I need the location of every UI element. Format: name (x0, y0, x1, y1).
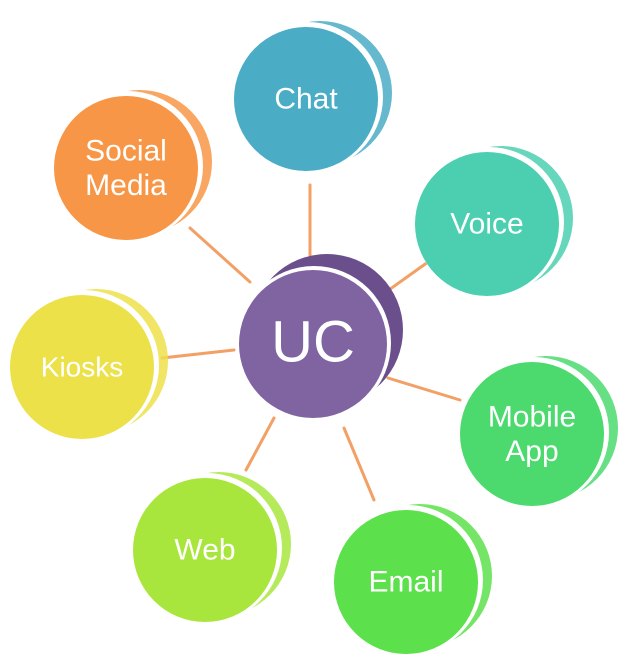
node-social-media-label: Social (85, 134, 167, 167)
node-chat-label: Chat (274, 83, 338, 116)
node-voice: Voice (414, 146, 573, 297)
node-email-circle (334, 510, 478, 654)
node-kiosks-label: Kiosks (41, 352, 123, 383)
node-mobile-app-label: Mobile (488, 400, 576, 433)
node-chat: Chat (233, 21, 392, 172)
node-email: Email (333, 504, 492, 655)
connector-kiosks (160, 348, 236, 360)
connector-web (244, 416, 276, 472)
node-web-label: Web (174, 534, 235, 567)
node-mobile-app-circle (460, 362, 604, 506)
connector-email (342, 426, 376, 502)
connector-lines (160, 183, 462, 502)
node-voice-label: Voice (450, 208, 523, 241)
center-node-label: UC (271, 310, 355, 375)
center-node-uc: UC (237, 254, 403, 420)
connector-mobile-app (386, 376, 462, 402)
node-voice-circle (415, 152, 559, 296)
node-web: Web (132, 472, 291, 623)
node-social-media-label: Media (85, 169, 167, 202)
node-email-label: Email (368, 566, 443, 599)
node-web-circle (133, 478, 277, 622)
center-node-circle (239, 270, 387, 418)
node-kiosks: Kiosks (9, 289, 168, 440)
node-chat-circle (234, 27, 378, 171)
node-social-media-circle (54, 96, 198, 240)
node-kiosks-circle (10, 295, 154, 439)
connector-social-media (188, 226, 252, 284)
node-mobile-app-label: App (505, 435, 558, 468)
